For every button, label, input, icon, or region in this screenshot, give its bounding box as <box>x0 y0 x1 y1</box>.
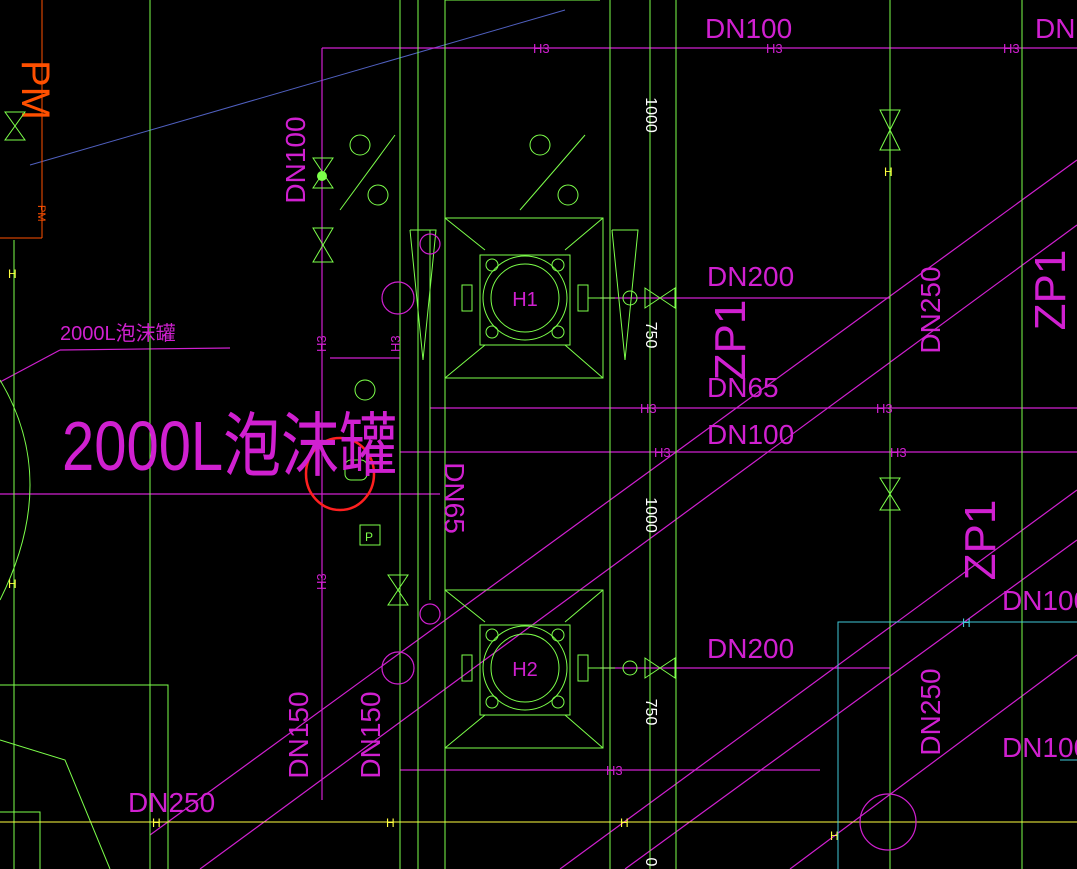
svg-text:H3: H3 <box>1003 41 1020 56</box>
svg-text:DN250: DN250 <box>915 668 946 755</box>
svg-text:DN250: DN250 <box>128 787 215 818</box>
svg-text:H: H <box>8 267 17 281</box>
dimension-labels: 1000 750 1000 750 0 <box>642 97 659 866</box>
svg-text:DN150: DN150 <box>355 691 386 778</box>
pump-h2 <box>444 589 638 749</box>
svg-text:H3: H3 <box>533 41 550 56</box>
svg-text:DN100: DN100 <box>280 116 311 203</box>
tank-arc <box>0 379 31 601</box>
svg-text:H3: H3 <box>314 573 329 590</box>
svg-text:H: H <box>8 577 17 591</box>
svg-text:DN200: DN200 <box>707 633 794 664</box>
pump-h2-label: H2 <box>512 659 538 681</box>
green-vertical-lines <box>13 0 1023 869</box>
zp1-label-a: ZP1 <box>706 300 755 381</box>
svg-text:H3: H3 <box>606 763 623 778</box>
gauge-assembly <box>344 379 381 546</box>
zp1-label-c: ZP1 <box>1026 250 1075 331</box>
svg-text:DN150: DN150 <box>283 691 314 778</box>
svg-text:750: 750 <box>642 699 659 726</box>
cyan-pipe <box>837 621 1077 869</box>
svg-text:750: 750 <box>642 322 659 349</box>
svg-text:DN1: DN1 <box>1035 13 1077 44</box>
svg-text:H3: H3 <box>890 445 907 460</box>
cyan-h-tag: H <box>962 616 971 630</box>
svg-text:DN250: DN250 <box>915 266 946 353</box>
svg-text:DN100: DN100 <box>705 13 792 44</box>
svg-text:0: 0 <box>642 858 659 867</box>
svg-text:DN65: DN65 <box>439 462 470 534</box>
pm-label: PM <box>13 60 57 120</box>
horizontal-pipes <box>0 47 1077 800</box>
reference-diagonal-line <box>29 9 566 166</box>
svg-text:H3: H3 <box>640 401 657 416</box>
pipe-size-labels-vertical: DN100 DN65 DN250 DN250 DN150 DN150 <box>280 116 946 778</box>
pump-h1-label: H1 <box>512 289 538 311</box>
svg-text:H: H <box>884 165 893 179</box>
svg-text:1000: 1000 <box>642 97 659 133</box>
yellow-h-tags: H H H H H H H <box>8 165 893 843</box>
pump-h1 <box>444 217 638 379</box>
valve-dot <box>317 171 327 181</box>
svg-text:H3: H3 <box>388 335 403 352</box>
svg-text:H: H <box>620 816 629 830</box>
svg-text:H3: H3 <box>314 335 329 352</box>
svg-text:H: H <box>386 816 395 830</box>
svg-text:DN100: DN100 <box>707 419 794 450</box>
pm-panel <box>0 0 43 239</box>
svg-text:DN100: DN100 <box>1002 732 1077 763</box>
svg-text:H: H <box>152 816 161 830</box>
highlight-circle <box>304 436 376 512</box>
svg-text:H3: H3 <box>876 401 893 416</box>
fittings <box>381 233 917 851</box>
reducers <box>409 229 639 361</box>
svg-text:H3: H3 <box>654 445 671 460</box>
p-box-label: P <box>365 530 373 544</box>
svg-text:DN100: DN100 <box>1002 585 1077 616</box>
svg-text:H3: H3 <box>766 41 783 56</box>
tank-big-label: 2000L泡沫罐 <box>62 407 397 485</box>
pipe-size-labels: DN100 DN1 DN200 DN65 DN100 DN200 DN100 D… <box>128 13 1077 818</box>
zp1-label-b: ZP1 <box>956 500 1005 581</box>
bottom-left-structure <box>0 684 169 869</box>
tank-small-label: 2000L泡沫罐 <box>60 322 176 345</box>
percent-symbols <box>339 134 586 211</box>
svg-text:H: H <box>830 829 839 843</box>
pm-small-label: PM <box>35 205 47 222</box>
svg-text:1000: 1000 <box>642 497 659 533</box>
h3-tags: H3 H3 H3 H3 H3 H3 H3 H3 H3 H3 H3 <box>314 41 1020 778</box>
svg-text:DN65: DN65 <box>707 372 779 403</box>
svg-text:DN200: DN200 <box>707 261 794 292</box>
